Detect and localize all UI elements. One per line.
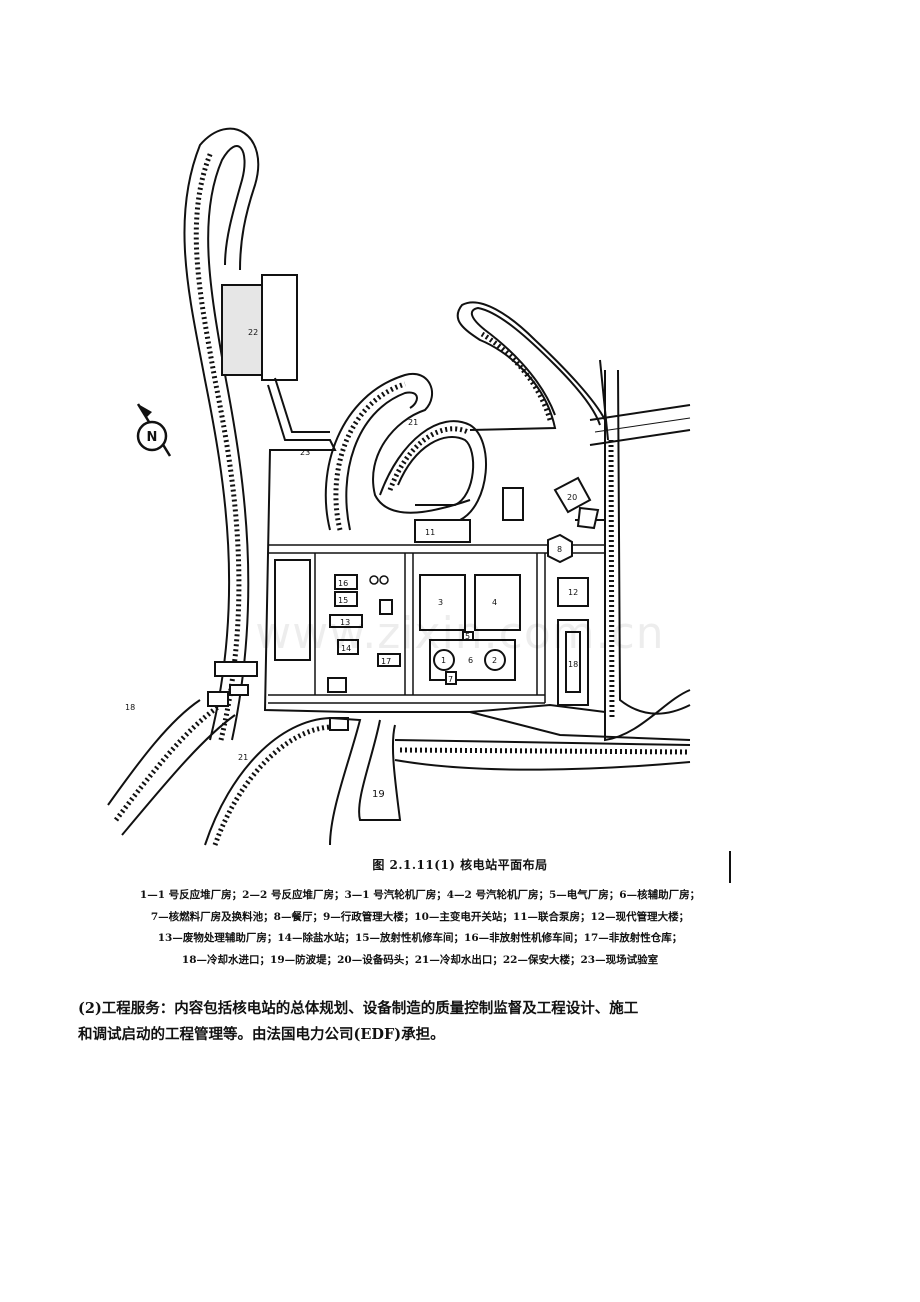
label-21: 21 bbox=[408, 418, 418, 427]
figure-legend: 1—1 号反应堆厂房；2—2 号反应堆厂房；3—1 号汽轮机厂房；4—2 号汽轮… bbox=[100, 885, 740, 971]
switchyard-inner bbox=[565, 631, 581, 693]
site-plan-drawing: N 22 23 21 bbox=[107, 127, 691, 846]
building-3 bbox=[419, 574, 466, 631]
label-22: 22 bbox=[248, 328, 258, 337]
figure-caption-title: 图 2.1.11(1) 核电站平面布局 bbox=[372, 858, 548, 872]
east-access-road bbox=[589, 359, 691, 742]
label-15: 15 bbox=[338, 596, 348, 605]
margin-mark bbox=[729, 851, 731, 883]
label-23: 23 bbox=[300, 448, 310, 457]
label-3: 3 bbox=[438, 598, 443, 607]
internal-roads bbox=[268, 544, 605, 704]
label-19: 19 bbox=[372, 789, 385, 800]
label-4: 4 bbox=[492, 598, 497, 607]
reactor-island: 3 4 6 1 2 7 5 bbox=[419, 574, 521, 685]
jetty-northeast bbox=[456, 301, 606, 431]
label-7: 7 bbox=[448, 675, 453, 684]
label-20: 20 bbox=[567, 493, 577, 502]
reactor-building-1 bbox=[433, 649, 455, 671]
building-8 bbox=[547, 533, 573, 564]
legend-line: 13—废物处理辅助厂房；14—除盐水站；15—放射性机修车间；16—非放射性机修… bbox=[157, 932, 683, 944]
building-4 bbox=[474, 574, 521, 631]
label-8: 8 bbox=[557, 545, 562, 554]
legend-line: 18—冷却水进口；19—防波堤；20—设备码头；21—冷却水出口；22—保安大楼… bbox=[181, 953, 659, 966]
building-22-annex bbox=[261, 274, 298, 381]
label-1: 1 bbox=[441, 656, 446, 665]
building-5 bbox=[462, 631, 474, 641]
body-paragraph: (2)工程服务：内容包括核电站的总体规划、设备制造的质量控制监督及工程设计、施工… bbox=[78, 996, 714, 1048]
watermark: www.zixin.com.cn bbox=[255, 608, 665, 659]
building-sw-1 bbox=[207, 691, 229, 707]
building-15 bbox=[334, 591, 358, 607]
paragraph-line: (2)工程服务：内容包括核电站的总体规划、设备制造的质量控制监督及工程设计、施工 bbox=[78, 1000, 639, 1017]
label-16: 16 bbox=[338, 579, 348, 588]
building-guard bbox=[576, 506, 600, 530]
tank-icon bbox=[379, 575, 389, 585]
building-20 bbox=[553, 476, 592, 514]
label-17: 17 bbox=[381, 657, 391, 666]
site-perimeter-inner bbox=[274, 377, 330, 433]
building-west-tiny bbox=[379, 599, 393, 615]
label-5: 5 bbox=[465, 632, 470, 641]
label-west-marker: 18 bbox=[125, 703, 135, 712]
label-2: 2 bbox=[492, 656, 497, 665]
label-18: 18 bbox=[568, 660, 578, 669]
paragraph-line: 和调试启动的工程管理等。由法国电力公司(EDF)承担。 bbox=[78, 1026, 445, 1043]
north-label: N bbox=[147, 430, 158, 445]
building-sw-2 bbox=[229, 684, 249, 696]
building-west-small bbox=[327, 677, 347, 693]
building-16 bbox=[334, 574, 358, 590]
north-arrow-icon: N bbox=[136, 403, 172, 457]
legend-line: 1—1 号反应堆厂房；2—2 号反应堆厂房；3—1 号汽轮机厂房；4—2 号汽轮… bbox=[139, 889, 701, 901]
label-11: 11 bbox=[425, 528, 435, 537]
building-14 bbox=[337, 639, 359, 655]
label-14: 14 bbox=[341, 644, 351, 653]
tank-icon bbox=[369, 575, 379, 585]
reactor-building-2 bbox=[484, 649, 506, 671]
building-west-block bbox=[274, 559, 311, 661]
label-12: 12 bbox=[568, 588, 578, 597]
building-12 bbox=[557, 577, 589, 607]
building-r bbox=[502, 487, 524, 521]
building-7 bbox=[445, 671, 457, 685]
site-plan-figure: N 22 23 21 bbox=[107, 127, 691, 846]
building-17 bbox=[377, 653, 401, 667]
breakwater-west bbox=[107, 127, 260, 836]
building-13 bbox=[329, 614, 363, 628]
central-hairpin-road bbox=[324, 372, 487, 531]
building-sw-3 bbox=[214, 661, 258, 677]
legend-line: 7—核燃料厂房及换料池；8—餐厅；9—行政管理大楼；10—主变电开关站；11—联… bbox=[150, 910, 690, 923]
label-13: 13 bbox=[340, 618, 350, 627]
cooling-water-outlet: 19 bbox=[204, 711, 691, 846]
label-6: 6 bbox=[468, 656, 473, 665]
label-outlet: 21 bbox=[238, 753, 248, 762]
building-11 bbox=[414, 519, 471, 543]
